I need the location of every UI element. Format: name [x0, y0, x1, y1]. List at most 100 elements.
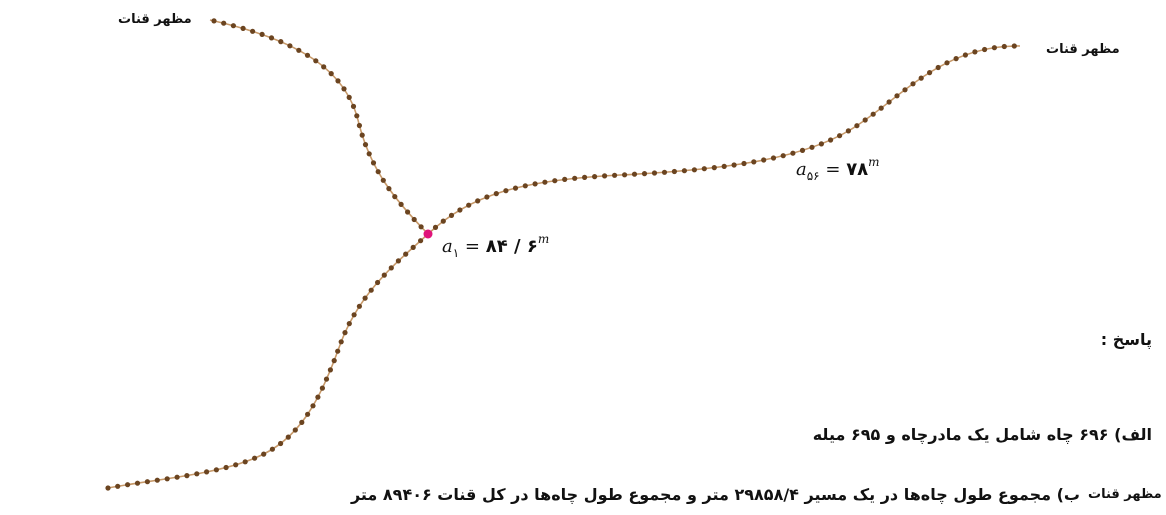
well-dot: [484, 194, 490, 200]
well-dot: [661, 169, 668, 175]
well-dot: [230, 23, 236, 29]
well-dot: [691, 167, 698, 173]
well-dot: [411, 216, 417, 223]
well-dot: [1001, 43, 1007, 50]
well-dot: [982, 46, 988, 53]
well-dot: [582, 174, 588, 180]
well-dot: [346, 321, 352, 327]
well-dot: [410, 244, 416, 250]
well-dot: [134, 480, 141, 486]
well-dot: [350, 103, 357, 109]
formula-last-eq: =: [825, 159, 841, 180]
well-dot: [250, 28, 256, 34]
well-dot: [918, 75, 924, 81]
well-dot: [328, 71, 334, 77]
well-dot: [211, 18, 217, 24]
well-dot: [392, 194, 398, 200]
well-dot: [1011, 43, 1017, 49]
well-dot: [631, 171, 638, 177]
well-dot: [341, 86, 347, 92]
well-dot: [354, 113, 360, 119]
well-dot: [944, 60, 950, 66]
well-dot: [296, 47, 302, 53]
well-dot: [721, 163, 727, 169]
well-dot: [174, 474, 180, 480]
well-dot: [285, 434, 291, 440]
answer-line-a: الف) ۶۹۶ چاه شامل یک مادرچاه و ۶۹۵ میله: [812, 425, 1152, 444]
well-dot: [342, 330, 348, 336]
well-dot: [346, 94, 352, 100]
well-dot: [233, 462, 239, 468]
well-dot: [184, 473, 190, 479]
well-dot: [641, 171, 648, 177]
well-dot: [299, 419, 305, 425]
well-dot: [386, 186, 392, 192]
well-dot: [671, 168, 678, 175]
well-dot: [380, 177, 386, 183]
well-dot: [313, 58, 319, 64]
well-dot: [362, 295, 368, 301]
branch-top-left: [209, 19, 429, 235]
well-dot: [259, 31, 265, 37]
well-dot: [770, 155, 777, 161]
well-dot: [572, 175, 578, 181]
well-dot: [799, 147, 806, 153]
well-dot: [105, 485, 111, 491]
well-dot: [381, 272, 387, 278]
well-dot: [356, 122, 362, 129]
well-dot: [886, 99, 892, 105]
well-dot: [398, 201, 404, 207]
well-dot: [562, 176, 568, 182]
well-dot: [403, 251, 409, 257]
well-dot: [828, 137, 834, 143]
well-dot: [790, 150, 796, 156]
well-dot: [278, 440, 284, 447]
formula-first-unit: m: [537, 232, 550, 246]
formula-first-value: ۸۴ / ۶: [485, 236, 538, 257]
well-dot: [902, 87, 908, 93]
well-dot: [440, 218, 446, 224]
formula-last-unit: m: [868, 155, 880, 169]
well-dot: [375, 169, 381, 175]
well-dot: [475, 198, 481, 204]
well-dot: [405, 209, 411, 215]
well-dot: [837, 133, 843, 139]
well-dot: [115, 483, 121, 489]
well-dot: [972, 49, 978, 55]
well-dot: [261, 451, 267, 457]
formula-first-eq: =: [464, 236, 481, 257]
well-dot: [327, 367, 333, 373]
well-dot: [331, 358, 337, 364]
well-dot: [154, 477, 160, 483]
well-dot: [448, 212, 455, 218]
well-dot: [366, 151, 372, 157]
well-dot: [894, 93, 900, 99]
formula-last-well: a۵۶ = ۷۸m: [796, 155, 880, 183]
well-dot: [701, 166, 707, 172]
well-dot: [935, 64, 941, 71]
well-dot: [213, 467, 219, 473]
outlet-label-top-right: مظهر قنات: [1046, 42, 1120, 57]
well-dot: [854, 123, 860, 129]
well-dot: [240, 25, 246, 31]
well-dot: [532, 181, 538, 187]
well-dot: [323, 376, 330, 382]
well-dot: [310, 403, 316, 409]
well-dot: [356, 303, 362, 309]
well-dot: [870, 111, 876, 117]
well-dot: [878, 105, 884, 111]
well-dot: [818, 141, 825, 147]
formula-first-well: a۱ = ۸۴ / ۶m: [442, 232, 549, 260]
well-dot: [335, 78, 341, 84]
well-dot: [268, 35, 275, 41]
well-dot: [512, 185, 519, 191]
well-dot: [651, 170, 658, 176]
answer-line-b: ب) مجموع طول چاه‌ها در یک مسیر ۲۹۸۵۸/۴ م…: [350, 485, 1080, 504]
well-dot: [338, 339, 344, 345]
well-dot: [953, 56, 959, 62]
well-dot: [622, 172, 628, 178]
well-dot: [194, 471, 200, 477]
well-dot: [612, 172, 618, 178]
